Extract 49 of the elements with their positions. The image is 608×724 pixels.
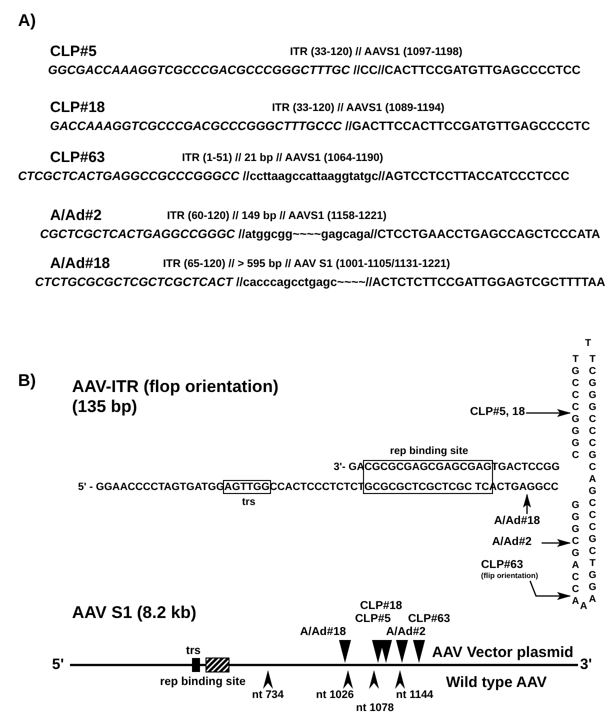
junction-sequence: GACCAAAGGTCGCCCGACGCCCGGGCTTTGCCC //GACTTCCACTTCCGATGTTGAGCCCCTC <box>50 120 590 134</box>
sample-name: A/Ad#18 <box>50 256 110 272</box>
hairpin-sequence-column: TCGGGCCCGCAGCCCGCTGGA <box>588 354 597 606</box>
site-label: A/Ad#18 <box>300 626 346 639</box>
track-label: Wild type AAV <box>446 675 547 692</box>
site-label: CLP#18 <box>360 600 402 613</box>
position-label: nt 1026 <box>316 689 354 702</box>
feature-label: rep binding site <box>160 676 246 689</box>
site-label: A/Ad#2 <box>386 626 426 639</box>
sample-name: CLP#18 <box>50 100 106 116</box>
insertion-label: CLP#5, 18 <box>470 406 525 419</box>
junction-sequence: CTCGCTCACTGAGGCCGCCCGGGCC //ccttaagccattaaggtatgc//AGTCCTCCTTACCATCCCTCCC <box>18 170 570 184</box>
insertion-label: CLP#63 <box>481 559 524 572</box>
track-label: AAV Vector plasmid <box>432 645 574 662</box>
site-label: CLP#5 <box>355 613 391 626</box>
end-label: 3' <box>580 657 592 674</box>
position-label: nt 1078 <box>356 702 394 714</box>
hairpin-sequence-column: GGGCGACCA <box>571 500 580 608</box>
position-label: nt 1144 <box>396 689 434 702</box>
feature-label: trs <box>242 497 256 509</box>
position-label: nt 734 <box>252 689 284 702</box>
insertion-label: A/Ad#18 <box>494 515 540 528</box>
junction-annotation: ITR (1-51) // 21 bp // AAVS1 (1064-1190) <box>182 152 384 164</box>
leader-arrow <box>526 409 571 417</box>
site-label: CLP#63 <box>408 613 450 626</box>
junction-annotation: ITR (33-120) // AAVS1 (1089-1194) <box>272 102 444 114</box>
panel-letter: B) <box>18 372 36 391</box>
feature-label: trs <box>186 645 201 658</box>
junction-annotation: ITR (65-120) // > 595 bp // AAV S1 (1001-1105/1131-1221) <box>163 258 450 270</box>
feature-label: rep binding site <box>390 446 468 458</box>
leader-arrow <box>542 539 571 547</box>
junction-annotation: ITR (60-120) // 149 bp // AAVS1 (1158-1221) <box>167 210 386 222</box>
sample-name: A/Ad#2 <box>50 208 102 224</box>
leader-arrow <box>529 580 571 600</box>
sequence-title: AAV-ITR (flop orientation) (135 bp) <box>72 377 280 416</box>
junction-sequence: GGCGACCAAAGGTCGCCCGACGCCCGGGCTTTGC //CC//CACTTCCGATGTTGAGCCCCTCC <box>48 64 581 78</box>
insertion-label: A/Ad#2 <box>492 536 532 549</box>
junction-sequence: CTCTGCGCGCTCGCTCGCTCACT //cacccagcctgagc~~~~//ACTCTCTTCCGATTGGAGTCGCTTTTAA <box>35 276 606 290</box>
junction-sequence: CGCTCGCTCACTGAGGCCGGGC //atggcgg~~~~gagcaga//CTCCTGAACCTGAGCCAGCTCCCATA <box>40 228 600 242</box>
panel-letter: A) <box>18 12 36 31</box>
sequence-title: AAV S1 (8.2 kb) <box>72 603 198 623</box>
hairpin-base: T <box>585 338 592 349</box>
hairpin-base: A <box>580 601 588 612</box>
leader-arrow <box>523 494 532 514</box>
sample-name: CLP#5 <box>50 44 97 60</box>
junction-annotation: ITR (33-120) // AAVS1 (1097-1198) <box>290 46 462 58</box>
end-label: 5' <box>52 657 64 674</box>
hairpin-sequence-column: TGCCCGGGC <box>571 354 580 462</box>
sample-name: CLP#63 <box>50 150 106 166</box>
